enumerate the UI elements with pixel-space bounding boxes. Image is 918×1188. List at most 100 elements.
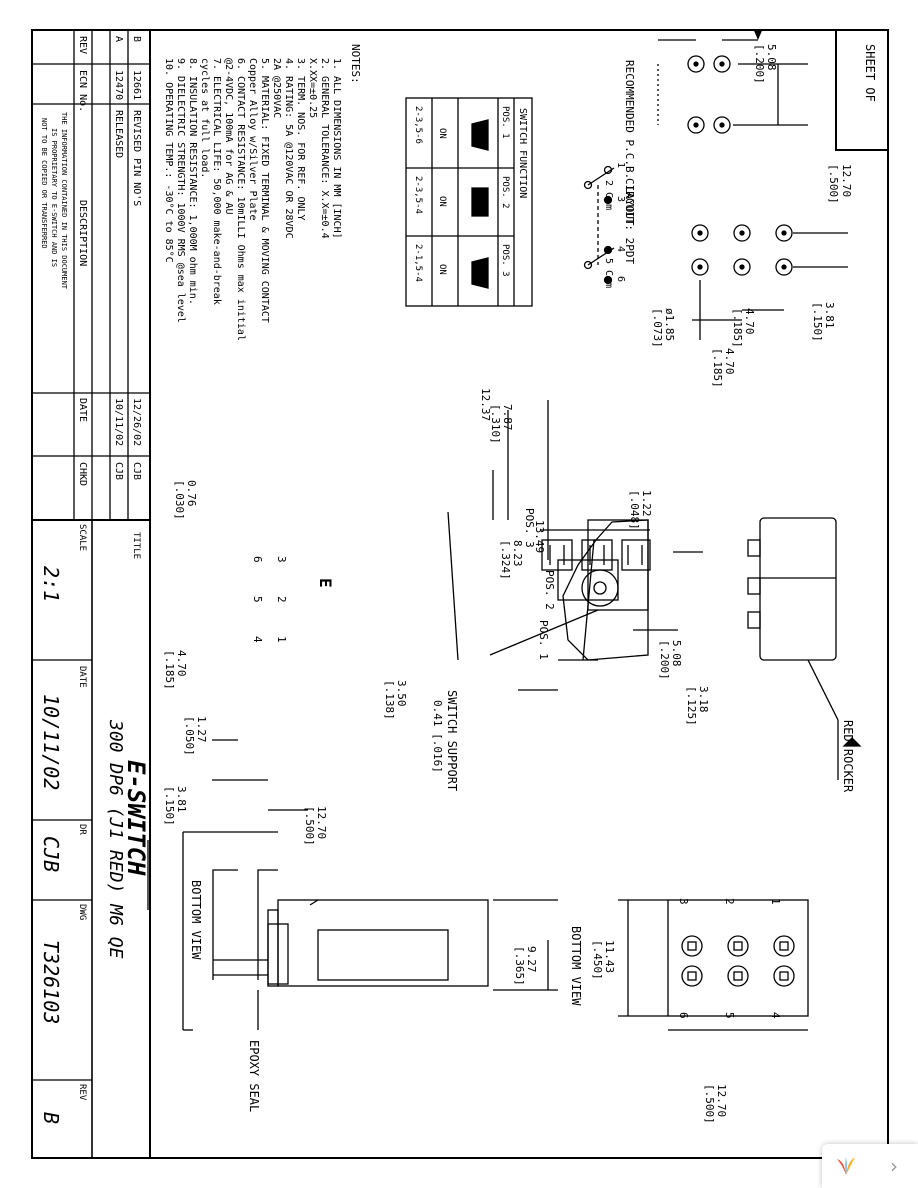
pos-label: POS. 2 [543, 570, 556, 610]
ecn-header: ECN No. [77, 70, 88, 112]
note-line: 10. OPERATING TEMP.: -30°C to 85°C [163, 58, 174, 263]
pcb-dim: ø1.85 [663, 308, 676, 341]
date-cell: 12/26/02 [131, 398, 142, 446]
chkd-cell: CJB [131, 462, 142, 480]
side-dim: 8.23 [511, 540, 524, 567]
rev-label: REV [77, 1084, 87, 1101]
next-page-button[interactable]: › [890, 1154, 898, 1178]
side-dim: [.324] [499, 540, 512, 580]
right-dim: [.150] [163, 786, 176, 826]
switch-function-title: SWITCH FUNCTION [517, 108, 528, 198]
chkd-cell: CJB [113, 462, 124, 480]
viewer-controls: › [822, 1144, 918, 1188]
circuit-term: 4 [615, 246, 626, 252]
rocker-view [747, 517, 839, 780]
proprietary-note: THE INFORMATION CONTAINED IN THIS DOCUME… [60, 112, 68, 290]
bottom-pin: 5 [723, 1012, 736, 1019]
right-view [147, 739, 558, 1031]
circuit-diagram [583, 165, 615, 285]
right-dim: [.500] [303, 806, 316, 846]
sheet-of: SHEET OF [863, 44, 877, 102]
right-dim: 3.81 [175, 786, 188, 813]
pcb-title: RECOMMENDED P.C.B. LAYOUT [623, 60, 636, 226]
dr-label: DR [77, 824, 87, 835]
circuit-term: 3 [615, 196, 626, 202]
pcb-dim: [.150] [811, 302, 824, 342]
ecn-cell: 12661 [131, 70, 142, 100]
bottom-dim: 11.43 [603, 940, 616, 973]
switch-support-label: SWITCH SUPPORT [445, 690, 459, 791]
bottom-pin: 2 [723, 898, 736, 905]
side-dim: [.185] [163, 650, 176, 690]
pin-number: 3 [275, 556, 288, 563]
note-line: 1. ALL DIMENSIONS IN MM [INCH] [331, 58, 342, 239]
side-dim: 12.37 [479, 388, 492, 421]
pcb-dim: [.500] [827, 164, 840, 204]
pcb-dim: 3.81 [823, 302, 836, 329]
note-line: Copper Alloy w/Silver Plate [247, 58, 258, 221]
note-line: 2. GENERAL TOLERANCE: X.X=±0.4 [319, 58, 330, 239]
dr-value: CJB [39, 836, 63, 872]
desc-cell: RELEASED [113, 110, 124, 158]
rev-cell: A [113, 36, 124, 42]
right-dim: 9.27 [525, 946, 538, 973]
right-dim: 12.70 [315, 806, 328, 839]
pcb-holes [687, 55, 793, 276]
switch-function-table [405, 97, 533, 307]
epoxy-seal-label: EPOXY SEAL [247, 1040, 261, 1112]
proprietary-note: NOT TO BE COPIED OR TRANSFERRED [40, 118, 48, 249]
note-line: 5. MATERIAL: FIXED TERMINAL & MOVING CON… [259, 58, 270, 323]
switch-function-header: POS. 1 [500, 106, 510, 139]
rev-cell: B [131, 36, 142, 42]
brand-logo: E-SWITCH [122, 760, 150, 876]
outer-frame [31, 29, 889, 1159]
pcb-dim: [.073] [651, 308, 664, 348]
date-label: DATE [77, 666, 87, 688]
note-line: 2A @250VAC [271, 58, 282, 118]
pin-number: 1 [275, 636, 288, 643]
rocker-dim: [.048] [628, 490, 641, 530]
note-line: 3. TERM. NOS. FOR REF. ONLY [295, 58, 306, 221]
side-dim: 13.49 [533, 520, 546, 553]
switch-support-dim: 0.41 [.016] [431, 700, 444, 773]
pin-number: 5 [251, 596, 264, 603]
date-header: DATE [77, 398, 88, 422]
circuit-term: 2 Com [603, 180, 614, 210]
note-line: 9. DIELECTRIC STRENGTH: 1000V RMS @sea l… [175, 58, 186, 323]
bottom-view-label: BOTTOM VIEW [189, 880, 203, 960]
rocker-dim: [.200] [658, 640, 671, 680]
rocker-dim: 5.08 [670, 640, 683, 667]
side-dim: 3.50 [395, 680, 408, 707]
pin-number: 6 [251, 556, 264, 563]
bottom-pin: 3 [677, 898, 690, 905]
bottom-dim: [.450] [591, 940, 604, 980]
note-line: 6. CONTACT RESISTANCE: 10mILLI Ohms max … [235, 58, 246, 341]
switch-function-conn: 2-1,5-4 [413, 244, 423, 282]
scale-label: SCALE [77, 524, 87, 551]
switch-function-conn: 2-3,5-4 [413, 176, 423, 214]
side-dim: 4.70 [175, 650, 188, 677]
circuit-title: CIRCUIT: 2PDT [623, 178, 636, 264]
rocker-dim: [.125] [685, 686, 698, 726]
bottom-pin: 6 [677, 1012, 690, 1019]
title-label: TITLE [131, 532, 141, 559]
drawing-title: 300 DP6 (J1 RED) M6 QE [105, 719, 126, 959]
pcb-dim: [.185] [731, 308, 744, 348]
chkd-header: CHKD [77, 462, 88, 486]
pos-label: POS. 3 [523, 508, 536, 548]
circuit-term: 6 [615, 276, 626, 282]
date-cell: 10/11/02 [113, 398, 124, 446]
dwg-label: DWG [77, 904, 87, 920]
rev-value: B [39, 1112, 63, 1124]
bottom-dim: 12.70 [715, 1084, 728, 1117]
sheet-box [835, 29, 889, 151]
desc-cell: REVISED PIN NO'S [131, 110, 142, 206]
bottom-view-title: BOTTOM VIEW [569, 926, 583, 1006]
red-rocker-label: RED ROCKER [841, 720, 855, 793]
scale-value: 2:1 [39, 566, 63, 602]
pcb-dim: 5.08 [765, 44, 778, 71]
right-dim: [.050] [183, 716, 196, 756]
pin-number: 2 [275, 596, 288, 603]
